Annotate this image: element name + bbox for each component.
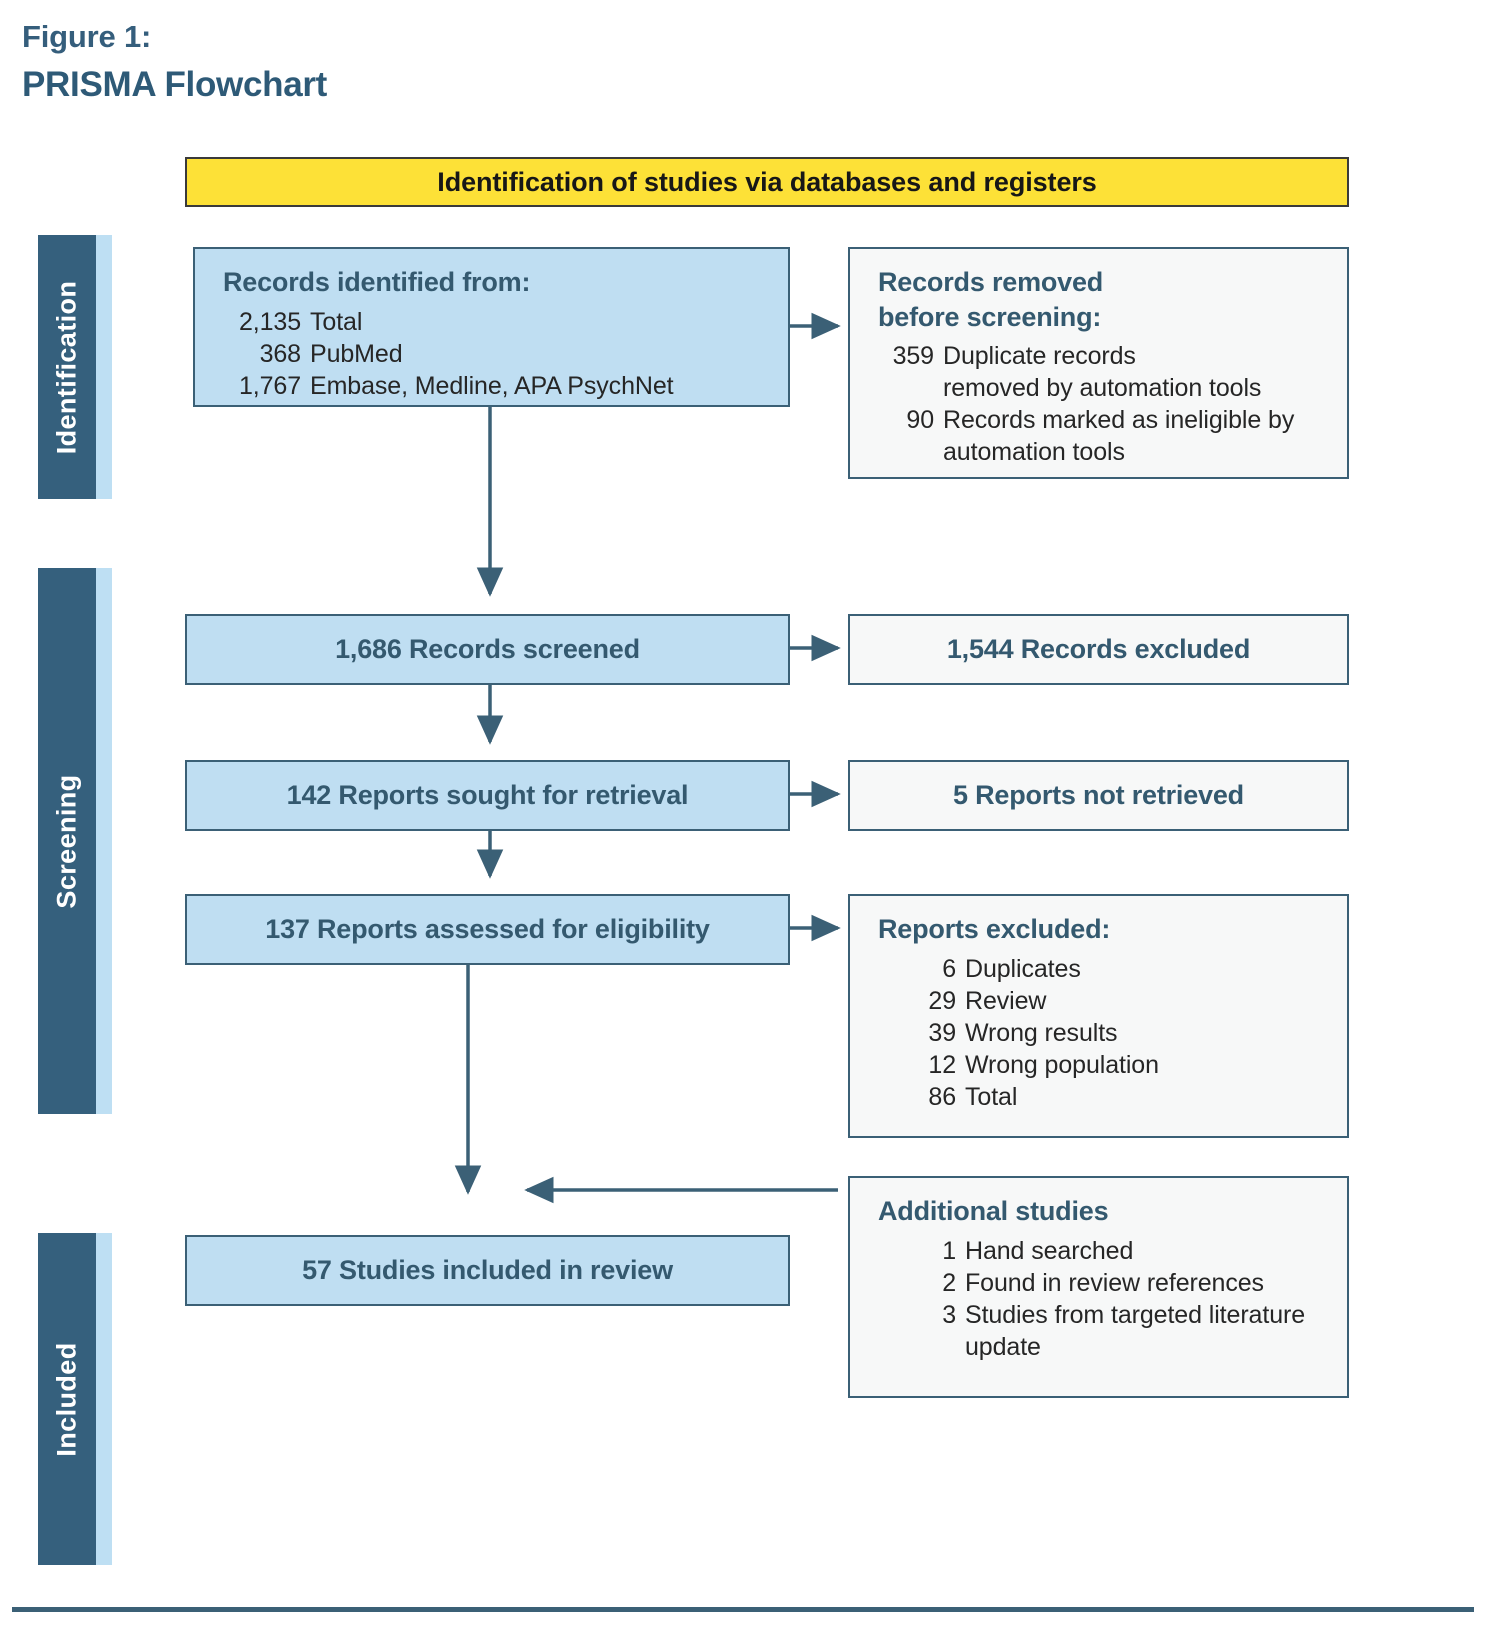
list-item-label: Studies from targeted literature update (965, 1300, 1306, 1361)
list-item: 39 Wrong results (878, 1017, 1327, 1049)
list-item: 86 Total (878, 1081, 1327, 1113)
figure-label: Figure 1: (22, 19, 152, 54)
list-item: 2 Found in review references (878, 1267, 1327, 1299)
records-identified-list: 2,135 Total 368 PubMed 1,767 Embase, Med… (223, 306, 768, 402)
list-item-label: Hand searched (965, 1236, 1134, 1265)
additional-studies-heading: Additional studies (878, 1196, 1109, 1226)
box-studies-included: 57 Studies included in review (185, 1235, 790, 1306)
identification-banner: Identification of studies via databases … (185, 157, 1349, 207)
rail-identification: Identification (38, 235, 112, 499)
box-records-removed: Records removed before screening: 359 Du… (848, 247, 1349, 479)
rail-screening: Screening (38, 568, 112, 1114)
records-excluded-label: 1,544 Records excluded (946, 634, 1251, 664)
list-item: 6 Duplicates (878, 953, 1327, 985)
reports-excluded-heading: Reports excluded: (878, 914, 1111, 944)
list-item-count: 368 (259, 339, 302, 368)
rail-screening-bar: Screening (38, 568, 96, 1114)
box-reports-excluded: Reports excluded: 6 Duplicates 29 Review… (848, 894, 1349, 1138)
list-item-count: 29 (928, 986, 956, 1015)
additional-studies-list: 1 Hand searched 2 Found in review refere… (878, 1235, 1327, 1363)
list-item: 1,767 Embase, Medline, APA PsychNet (223, 370, 768, 402)
box-records-identified: Records identified from: 2,135 Total 368… (193, 247, 790, 407)
list-item-label: Review (965, 986, 1047, 1015)
rail-included-bar: Included (38, 1233, 96, 1565)
list-item: 3 Studies from targeted literature updat… (878, 1299, 1327, 1363)
list-item-count: 90 (906, 406, 934, 435)
identification-banner-label: Identification of studies via databases … (437, 166, 1097, 197)
list-item: 90 Records marked as ineligible by autom… (878, 404, 1327, 468)
reports-assessed-label: 137 Reports assessed for eligibility (265, 914, 710, 944)
list-item-count: 2,135 (238, 307, 301, 336)
list-item-count: 2 (942, 1268, 956, 1297)
list-item-count: 86 (928, 1082, 956, 1111)
list-item: 29 Review (878, 985, 1327, 1017)
page-title: PRISMA Flowchart (22, 65, 328, 105)
rail-identification-label: Identification (51, 280, 82, 454)
list-item-label: Wrong results (965, 1018, 1118, 1047)
rail-identification-bar: Identification (38, 235, 96, 499)
list-item: 368 PubMed (223, 338, 768, 370)
reports-sought-label: 142 Reports sought for retrieval (286, 780, 689, 810)
records-removed-heading: Records removed before screening: (878, 267, 1104, 332)
rail-included-label: Included (51, 1341, 82, 1457)
list-item-count: 12 (928, 1050, 956, 1079)
records-removed-list: 359 Duplicate records removed by automat… (878, 340, 1327, 468)
rail-identification-accent (96, 235, 112, 499)
reports-not-retrieved-label: 5 Reports not retrieved (953, 780, 1244, 810)
list-item: 359 Duplicate records removed by automat… (878, 340, 1327, 404)
list-item-label: Total (965, 1082, 1018, 1111)
box-records-screened: 1,686 Records screened (185, 614, 790, 685)
list-item-label: Total (310, 307, 363, 336)
rail-included-accent (96, 1233, 112, 1565)
rail-screening-label: Screening (51, 773, 82, 909)
list-item-label: Found in review references (965, 1268, 1264, 1297)
reports-excluded-list: 6 Duplicates 29 Review 39 Wrong results … (878, 953, 1327, 1113)
list-item-label: Duplicate records removed by automation … (943, 342, 1262, 403)
records-screened-label: 1,686 Records screened (335, 634, 640, 664)
box-reports-not-retrieved: 5 Reports not retrieved (848, 760, 1349, 831)
rail-screening-accent (96, 568, 112, 1114)
list-item-label: Wrong population (965, 1050, 1159, 1079)
list-item-label: Embase, Medline, APA PsychNet (310, 371, 674, 400)
box-records-excluded: 1,544 Records excluded (848, 614, 1349, 685)
records-identified-heading: Records identified from: (223, 267, 531, 297)
footer-divider (12, 1607, 1474, 1612)
list-item: 1 Hand searched (878, 1235, 1327, 1267)
list-item-count: 3 (942, 1300, 956, 1329)
list-item: 2,135 Total (223, 306, 768, 338)
list-item-count: 1 (942, 1236, 956, 1265)
box-additional-studies: Additional studies 1 Hand searched 2 Fou… (848, 1176, 1349, 1398)
list-item-count: 39 (928, 1018, 956, 1047)
list-item-label: Duplicates (965, 954, 1081, 983)
box-reports-assessed: 137 Reports assessed for eligibility (185, 894, 790, 965)
list-item-label: Records marked as ineligible by automati… (943, 406, 1295, 467)
rail-included: Included (38, 1233, 112, 1565)
figure-heading: Figure 1: PRISMA Flowchart (22, 18, 922, 107)
studies-included-label: 57 Studies included in review (302, 1255, 673, 1285)
list-item-count: 1,767 (238, 371, 301, 400)
box-reports-sought: 142 Reports sought for retrieval (185, 760, 790, 831)
list-item-count: 359 (892, 342, 935, 371)
list-item: 12 Wrong population (878, 1049, 1327, 1081)
list-item-count: 6 (942, 954, 956, 983)
list-item-label: PubMed (310, 339, 403, 368)
